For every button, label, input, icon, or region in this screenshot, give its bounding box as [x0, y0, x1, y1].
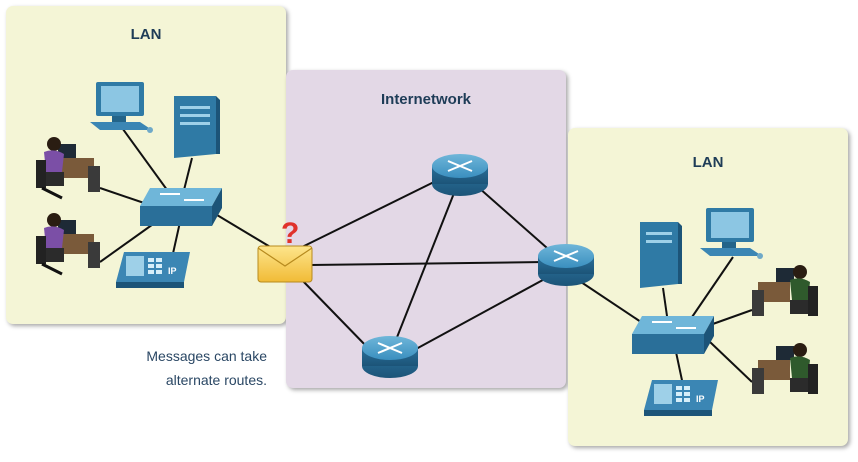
- svg-text:IP: IP: [696, 394, 705, 404]
- user-workstation-icon: [752, 265, 818, 316]
- router-icon: [432, 154, 488, 196]
- right-lan-title: LAN: [692, 154, 724, 171]
- switch-icon: [632, 316, 714, 354]
- envelope-icon: [257, 245, 313, 283]
- question-mark-icon: ?: [281, 217, 299, 250]
- ip-phone-icon: IP: [116, 252, 190, 288]
- internetwork-panel: [286, 70, 566, 388]
- server-icon: [640, 222, 682, 288]
- user-workstation-icon: [36, 213, 100, 276]
- internetwork-title: Internetwork: [380, 91, 471, 108]
- switch-icon: [140, 188, 222, 226]
- desktop-pc-icon: [90, 82, 153, 133]
- user-workstation-icon: [36, 137, 100, 200]
- caption-line-2: alternate routes.: [165, 372, 267, 388]
- svg-text:IP: IP: [168, 266, 177, 276]
- ip-phone-icon: IP: [644, 380, 718, 416]
- router-icon: [362, 336, 418, 378]
- server-icon: [174, 96, 220, 158]
- router-icon: [538, 244, 594, 286]
- svg-text:?: ?: [281, 217, 299, 250]
- left-lan-title: LAN: [130, 26, 162, 43]
- user-workstation-icon: [752, 343, 818, 394]
- caption: Messages can take alternate routes.: [67, 344, 267, 392]
- caption-line-1: Messages can take: [146, 348, 267, 364]
- desktop-pc-icon: [700, 208, 763, 259]
